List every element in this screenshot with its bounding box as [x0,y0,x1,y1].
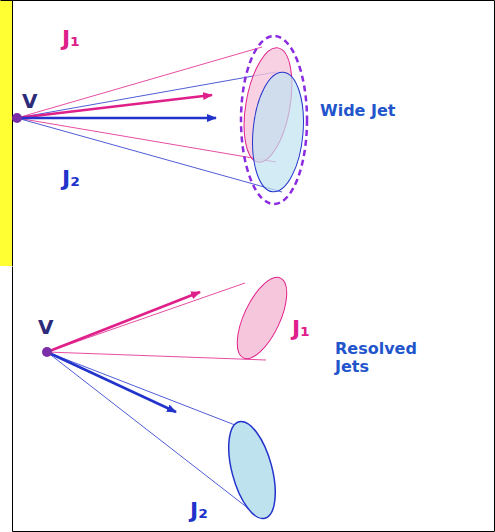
jet-arrow [17,95,212,118]
cone-line [17,47,262,118]
cone-line [47,283,245,352]
jet-arrow [47,292,200,352]
cone-line [47,352,266,360]
jet-cone-end [227,271,297,366]
vertex-dot [12,113,22,123]
cone-line [17,72,276,118]
caption-label: Wide Jet [320,102,395,120]
jet-label: J₂ [190,498,208,523]
cone-line [17,118,276,162]
jet-label: J₁ [62,26,80,51]
jet-arrow [17,117,216,120]
panel-frame [12,0,13,266]
vertex-label: V [22,90,37,113]
vertex-label: V [38,316,53,339]
jet-arrow [47,352,176,412]
jet-cone-end [220,417,285,524]
vertex-dot [42,347,52,357]
jet-label: J₂ [62,166,80,191]
caption-label: Resolved Jets [335,340,427,377]
wide-jet-outline [241,36,307,204]
cone-line [47,352,235,425]
yellow-strip [0,0,12,266]
jet-label: J₁ [292,316,310,341]
